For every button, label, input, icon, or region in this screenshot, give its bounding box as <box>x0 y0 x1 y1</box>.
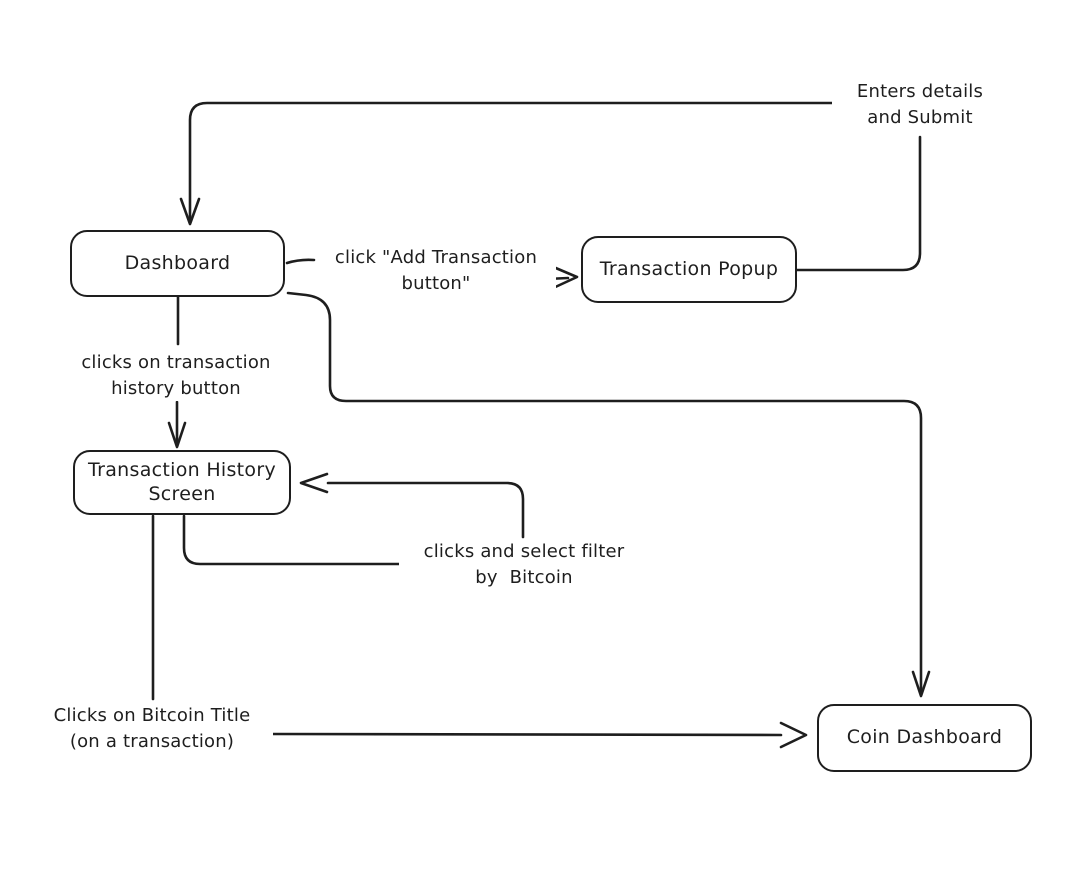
arrow-popup-to-dashboard-segment-right <box>795 135 922 272</box>
edge-label-clicks-select-filter-bitcoin: clicks and select filter by Bitcoin <box>399 539 649 591</box>
node-dashboard: Dashboard <box>70 230 285 297</box>
edge-label-clicks-bitcoin-title: Clicks on Bitcoin Title (on a transactio… <box>31 703 273 755</box>
arrow-history-filter-out <box>182 514 406 566</box>
node-transaction-popup-label: Transaction Popup <box>599 257 779 280</box>
arrowhead-into-history-screen <box>167 421 187 449</box>
node-transaction-history-screen: Transaction History Screen <box>73 450 291 515</box>
arrowhead-into-coin-dashboard-left <box>779 721 808 749</box>
node-dashboard-label: Dashboard <box>124 251 231 274</box>
arrowhead-into-transaction-popup <box>549 264 579 291</box>
node-coin-dashboard-label: Coin Dashboard <box>846 726 1003 749</box>
arrow-popup-to-dashboard-segment-top <box>188 101 842 223</box>
edge-label-click-add-transaction-button: click "Add Transaction button" <box>316 245 556 297</box>
node-transaction-popup: Transaction Popup <box>581 236 797 303</box>
arrowhead-into-coin-dashboard-top <box>911 670 931 698</box>
arrowhead-into-history-right <box>299 472 329 494</box>
node-coin-dashboard: Coin Dashboard <box>817 704 1032 772</box>
arrow-bitcoin-label-to-coin-dashboard <box>270 732 783 737</box>
arrow-dashboard-to-coin-dashboard <box>286 291 923 695</box>
node-transaction-history-screen-label: Transaction History Screen <box>87 458 277 505</box>
arrow-history-filter-return <box>326 481 525 539</box>
arrowhead-into-dashboard <box>179 197 201 226</box>
edge-label-clicks-transaction-history-button: clicks on transaction history button <box>58 350 294 402</box>
edge-label-enters-details-and-submit: Enters details and Submit <box>832 79 1008 131</box>
arrow-dashboard-to-popup-stub <box>285 258 316 265</box>
